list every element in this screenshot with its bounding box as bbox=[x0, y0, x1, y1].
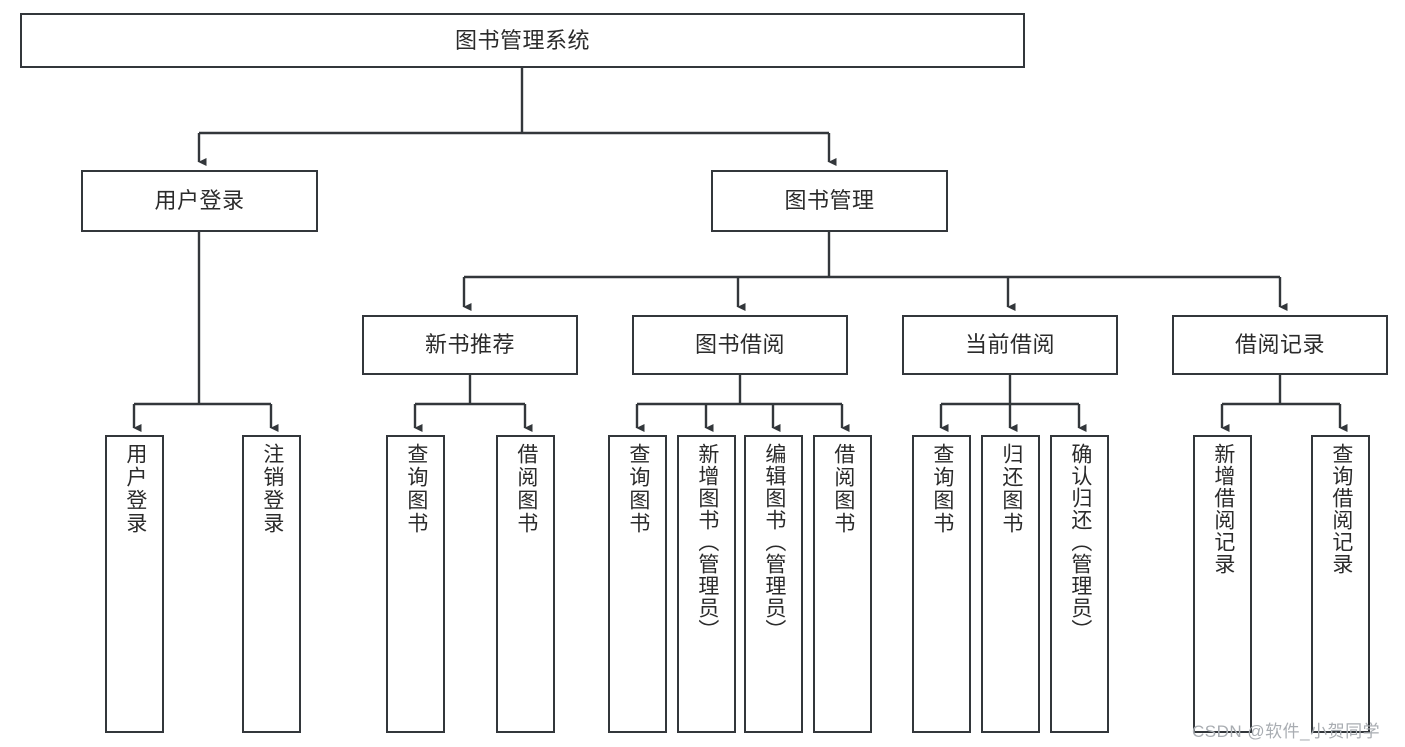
node-label: 新增图书（管理员） bbox=[695, 443, 719, 641]
node-borrow-record[interactable]: 借阅记录 bbox=[1172, 315, 1388, 375]
leaf-borrow-book[interactable]: 借阅图书 bbox=[813, 435, 872, 733]
node-label: 用户登录 bbox=[123, 443, 147, 535]
node-label: 注销登录 bbox=[260, 443, 284, 535]
leaf-user-login[interactable]: 用户登录 bbox=[105, 435, 164, 733]
leaf-query-book-borrow[interactable]: 查询图书 bbox=[608, 435, 667, 733]
node-book-management[interactable]: 图书管理 bbox=[711, 170, 948, 232]
node-label: 确认归还（管理员） bbox=[1068, 443, 1092, 641]
node-current-borrow[interactable]: 当前借阅 bbox=[902, 315, 1118, 375]
node-label: 借阅图书 bbox=[831, 443, 855, 535]
leaf-query-book-current[interactable]: 查询图书 bbox=[912, 435, 971, 733]
node-label: 新增借阅记录 bbox=[1211, 443, 1235, 575]
leaf-add-borrow-record[interactable]: 新增借阅记录 bbox=[1193, 435, 1252, 733]
node-user-login[interactable]: 用户登录 bbox=[81, 170, 318, 232]
node-label: 当前借阅 bbox=[964, 332, 1055, 358]
node-label: 借阅图书 bbox=[514, 443, 538, 535]
leaf-return-book[interactable]: 归还图书 bbox=[981, 435, 1040, 733]
leaf-query-borrow-record[interactable]: 查询借阅记录 bbox=[1311, 435, 1370, 733]
node-new-book-recommend[interactable]: 新书推荐 bbox=[362, 315, 578, 375]
node-label: 图书管理 bbox=[784, 188, 875, 214]
node-label: 查询图书 bbox=[626, 443, 650, 535]
node-label: 编辑图书（管理员） bbox=[762, 443, 786, 641]
node-label: 查询图书 bbox=[930, 443, 954, 535]
node-book-borrow[interactable]: 图书借阅 bbox=[632, 315, 848, 375]
leaf-edit-book-admin[interactable]: 编辑图书（管理员） bbox=[744, 435, 803, 733]
leaf-borrow-book-recommend[interactable]: 借阅图书 bbox=[496, 435, 555, 733]
node-label: 查询借阅记录 bbox=[1329, 443, 1353, 575]
leaf-logout[interactable]: 注销登录 bbox=[242, 435, 301, 733]
node-label: 新书推荐 bbox=[424, 332, 515, 358]
node-label: 查询图书 bbox=[404, 443, 428, 535]
node-root-system[interactable]: 图书管理系统 bbox=[20, 13, 1025, 68]
node-label: 借阅记录 bbox=[1234, 332, 1325, 358]
node-label: 归还图书 bbox=[999, 443, 1023, 535]
leaf-confirm-return-admin[interactable]: 确认归还（管理员） bbox=[1050, 435, 1109, 733]
leaf-add-book-admin[interactable]: 新增图书（管理员） bbox=[677, 435, 736, 733]
node-label: 图书借阅 bbox=[694, 332, 785, 358]
node-label: 用户登录 bbox=[154, 188, 245, 214]
node-label: 图书管理系统 bbox=[454, 27, 590, 53]
csdn-watermark: CSDN @软件_小贺同学 bbox=[1192, 722, 1381, 741]
leaf-query-book-recommend[interactable]: 查询图书 bbox=[386, 435, 445, 733]
